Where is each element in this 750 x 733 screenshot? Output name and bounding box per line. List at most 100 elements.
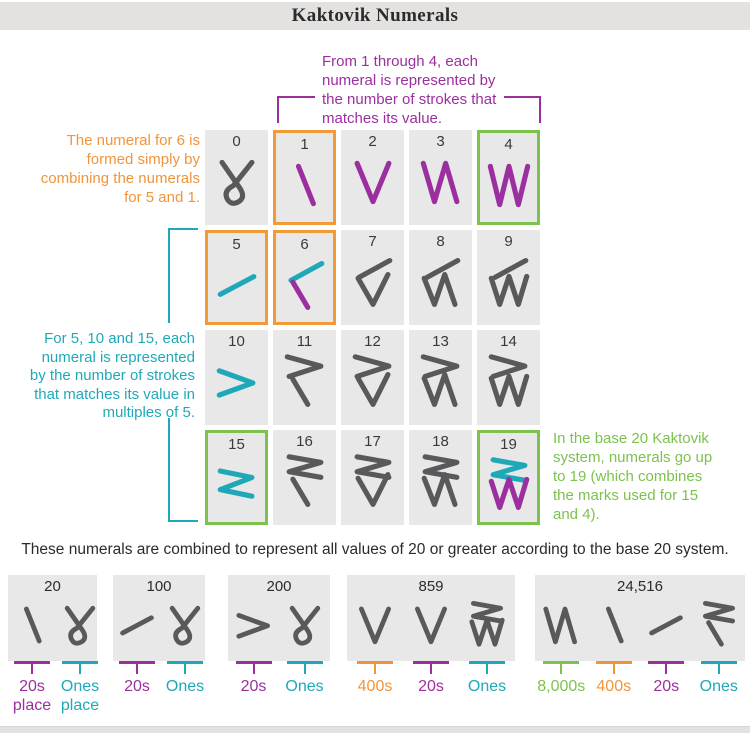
kaktovik-glyph-2 bbox=[359, 606, 391, 645]
numeral-cell-15: 15 bbox=[205, 430, 268, 525]
kaktovik-glyph-11 bbox=[284, 354, 323, 407]
digit-column: Ones place bbox=[56, 599, 104, 715]
kaktovik-glyph-5 bbox=[217, 274, 256, 297]
kaktovik-glyph-3 bbox=[543, 606, 578, 645]
place-label: Ones bbox=[699, 678, 738, 695]
kaktovik-glyph-0 bbox=[289, 605, 320, 646]
digit-column: 20s place bbox=[8, 599, 56, 715]
numeral-cell-13: 13 bbox=[409, 330, 472, 425]
purple-bracket-left-vertical bbox=[277, 96, 279, 123]
digit-column: 20s bbox=[228, 599, 279, 696]
digit-column: Ones bbox=[279, 599, 330, 696]
place-label: 400s bbox=[357, 678, 393, 695]
example-value-label: 100 bbox=[146, 578, 172, 595]
place-bracket-tick bbox=[717, 664, 720, 674]
teal-bracket-top-horizontal bbox=[168, 228, 198, 230]
numeral-cell-19: 19 bbox=[477, 430, 540, 525]
kaktovik-glyph-16 bbox=[286, 454, 323, 507]
place-bracket-tick bbox=[136, 664, 138, 674]
cell-value-label: 5 bbox=[232, 236, 241, 253]
digit-column: Ones bbox=[161, 599, 209, 696]
kaktovik-glyph-0 bbox=[64, 605, 96, 646]
purple-bracket-right-vertical bbox=[539, 96, 541, 123]
place-bracket-tick bbox=[612, 664, 615, 674]
numeral-cell-12: 12 bbox=[341, 330, 404, 425]
example-digits: 400s 20s Ones bbox=[347, 599, 515, 696]
cell-value-label: 8 bbox=[436, 233, 445, 250]
digit-column: Ones bbox=[693, 599, 746, 696]
place-bracket-tick bbox=[31, 664, 33, 674]
numeral-cell-0: 0 bbox=[205, 130, 268, 225]
digit-column: 20s bbox=[403, 599, 459, 696]
place-label: 20s bbox=[124, 678, 150, 695]
annotation-one-to-four: From 1 through 4, each numeral is repres… bbox=[322, 53, 497, 127]
kaktovik-glyph-4 bbox=[487, 163, 530, 208]
numeral-cell-14: 14 bbox=[477, 330, 540, 425]
example-digits: 20s Ones bbox=[113, 599, 205, 696]
place-label: Ones bbox=[467, 678, 507, 695]
kaktovik-glyph-16 bbox=[702, 601, 735, 647]
numeral-cell-5: 5 bbox=[205, 230, 268, 325]
cell-value-label: 12 bbox=[364, 333, 381, 350]
numeral-cell-16: 16 bbox=[273, 430, 336, 525]
footer-bar bbox=[0, 726, 750, 733]
kaktovik-glyph-10 bbox=[235, 613, 270, 639]
place-bracket-bar bbox=[595, 661, 632, 664]
numeral-cell-9: 9 bbox=[477, 230, 540, 325]
numeral-cell-1: 1 bbox=[273, 130, 336, 225]
cell-value-label: 9 bbox=[504, 233, 513, 250]
cell-value-label: 1 bbox=[300, 136, 309, 153]
place-bracket-bar bbox=[14, 661, 50, 664]
cell-value-label: 0 bbox=[232, 133, 241, 150]
cell-value-label: 14 bbox=[500, 333, 517, 350]
teal-bracket-bottom-horizontal bbox=[168, 520, 198, 522]
purple-bracket-right-horizontal bbox=[504, 96, 541, 98]
numeral-cell-18: 18 bbox=[409, 430, 472, 525]
kaktovik-glyph-8 bbox=[421, 257, 460, 307]
kaktovik-glyph-9 bbox=[488, 257, 529, 307]
teal-bracket-vertical-lower bbox=[168, 418, 170, 522]
digit-column: Ones bbox=[459, 599, 515, 696]
example-value-label: 859 bbox=[418, 578, 444, 595]
kaktovik-glyph-15 bbox=[217, 468, 254, 499]
cell-value-label: 4 bbox=[504, 136, 513, 153]
cell-value-label: 19 bbox=[500, 436, 517, 453]
kaktovik-glyph-2 bbox=[354, 160, 391, 205]
place-bracket-bar bbox=[543, 661, 580, 664]
place-label: 20s bbox=[418, 678, 444, 695]
place-bracket-tick bbox=[252, 664, 255, 674]
kaktovik-glyph-6 bbox=[287, 260, 324, 310]
place-label: 20s bbox=[653, 678, 680, 695]
place-bracket-tick bbox=[665, 664, 668, 674]
place-bracket-bar bbox=[167, 661, 203, 664]
numeral-cell-7: 7 bbox=[341, 230, 404, 325]
digit-column: 20s bbox=[113, 599, 161, 696]
place-bracket-bar bbox=[413, 661, 449, 664]
numeral-cell-3: 3 bbox=[409, 130, 472, 225]
kaktovik-glyph-19 bbox=[488, 457, 529, 510]
purple-bracket-left-horizontal bbox=[277, 96, 315, 98]
numeral-cell-6: 6 bbox=[273, 230, 336, 325]
place-bracket-tick bbox=[374, 664, 376, 674]
teal-bracket-vertical-upper bbox=[168, 228, 170, 323]
place-bracket-tick bbox=[560, 664, 563, 674]
page-title: Kaktovik Numerals bbox=[291, 5, 459, 26]
cell-value-label: 10 bbox=[228, 333, 245, 350]
kaktovik-glyph-19 bbox=[469, 601, 505, 647]
example-100: 100 20s Ones bbox=[113, 575, 205, 696]
place-label: 20s place bbox=[12, 678, 52, 714]
cell-value-label: 3 bbox=[436, 133, 445, 150]
kaktovik-glyph-12 bbox=[352, 354, 391, 407]
numeral-cell-4: 4 bbox=[477, 130, 540, 225]
place-label: Ones bbox=[165, 678, 205, 695]
place-bracket-bar bbox=[357, 661, 393, 664]
cell-value-label: 16 bbox=[296, 433, 313, 450]
kaktovik-glyph-5 bbox=[120, 615, 154, 636]
digit-column: 8,000s bbox=[535, 599, 588, 696]
place-bracket-tick bbox=[184, 664, 186, 674]
